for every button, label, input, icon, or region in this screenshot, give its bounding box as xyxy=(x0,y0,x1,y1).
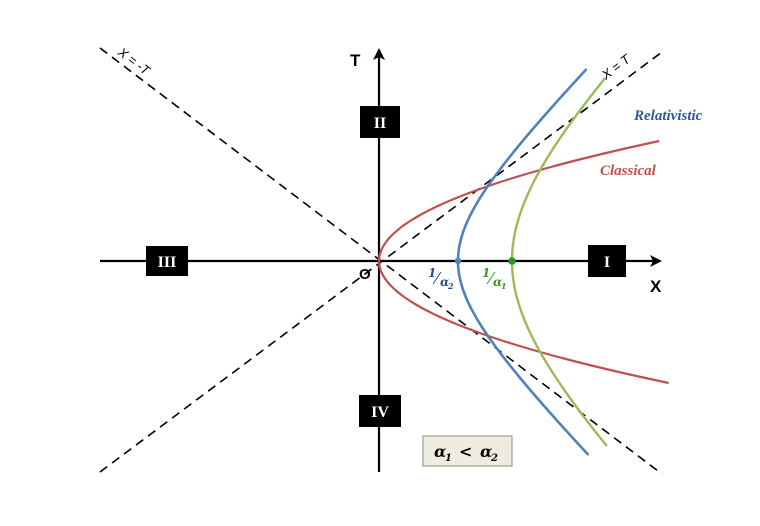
condition-sub1: 1 xyxy=(445,453,452,464)
green-intercept-label: 1 α 1 xyxy=(482,266,507,291)
region-label-iv: IV xyxy=(371,404,389,421)
condition-alpha2: α xyxy=(480,442,492,461)
blue-tick-symbol: α xyxy=(440,275,449,289)
lightcone-label-left: X = -T xyxy=(114,44,153,79)
region-label-ii: II xyxy=(374,115,386,132)
condition-box: α 1 < α 2 xyxy=(422,435,513,467)
lightcone-label-right: X = T xyxy=(598,51,634,83)
region-box-ii: II xyxy=(360,106,400,138)
region-box-iii: III xyxy=(146,246,188,276)
green-tick-symbol: α xyxy=(493,275,502,289)
blue-tick-numerator: 1 xyxy=(428,266,436,280)
region-label-iii: III xyxy=(158,254,177,271)
blue-intercept-label: 1 α 2 xyxy=(428,266,454,291)
region-box-i: I xyxy=(588,245,626,277)
condition-sub2: 2 xyxy=(490,453,498,464)
relativistic-label: Relativistic xyxy=(633,108,703,124)
t-axis-label: T xyxy=(350,51,361,70)
x-axis-label: X xyxy=(650,277,662,296)
blue-tick-subscript: 2 xyxy=(447,281,454,291)
blue-intercept-dot xyxy=(454,257,462,265)
classical-label: Classical xyxy=(600,163,657,179)
region-box-iv: IV xyxy=(359,395,401,427)
classical-curve xyxy=(377,139,669,385)
condition-alpha1: α xyxy=(434,442,446,461)
green-tick-numerator: 1 xyxy=(482,266,490,280)
origin-label: O xyxy=(359,266,371,283)
region-label-i: I xyxy=(604,254,610,271)
green-intercept-dot xyxy=(508,257,516,265)
green-tick-subscript: 1 xyxy=(501,281,507,291)
condition-operator: < xyxy=(459,442,472,461)
